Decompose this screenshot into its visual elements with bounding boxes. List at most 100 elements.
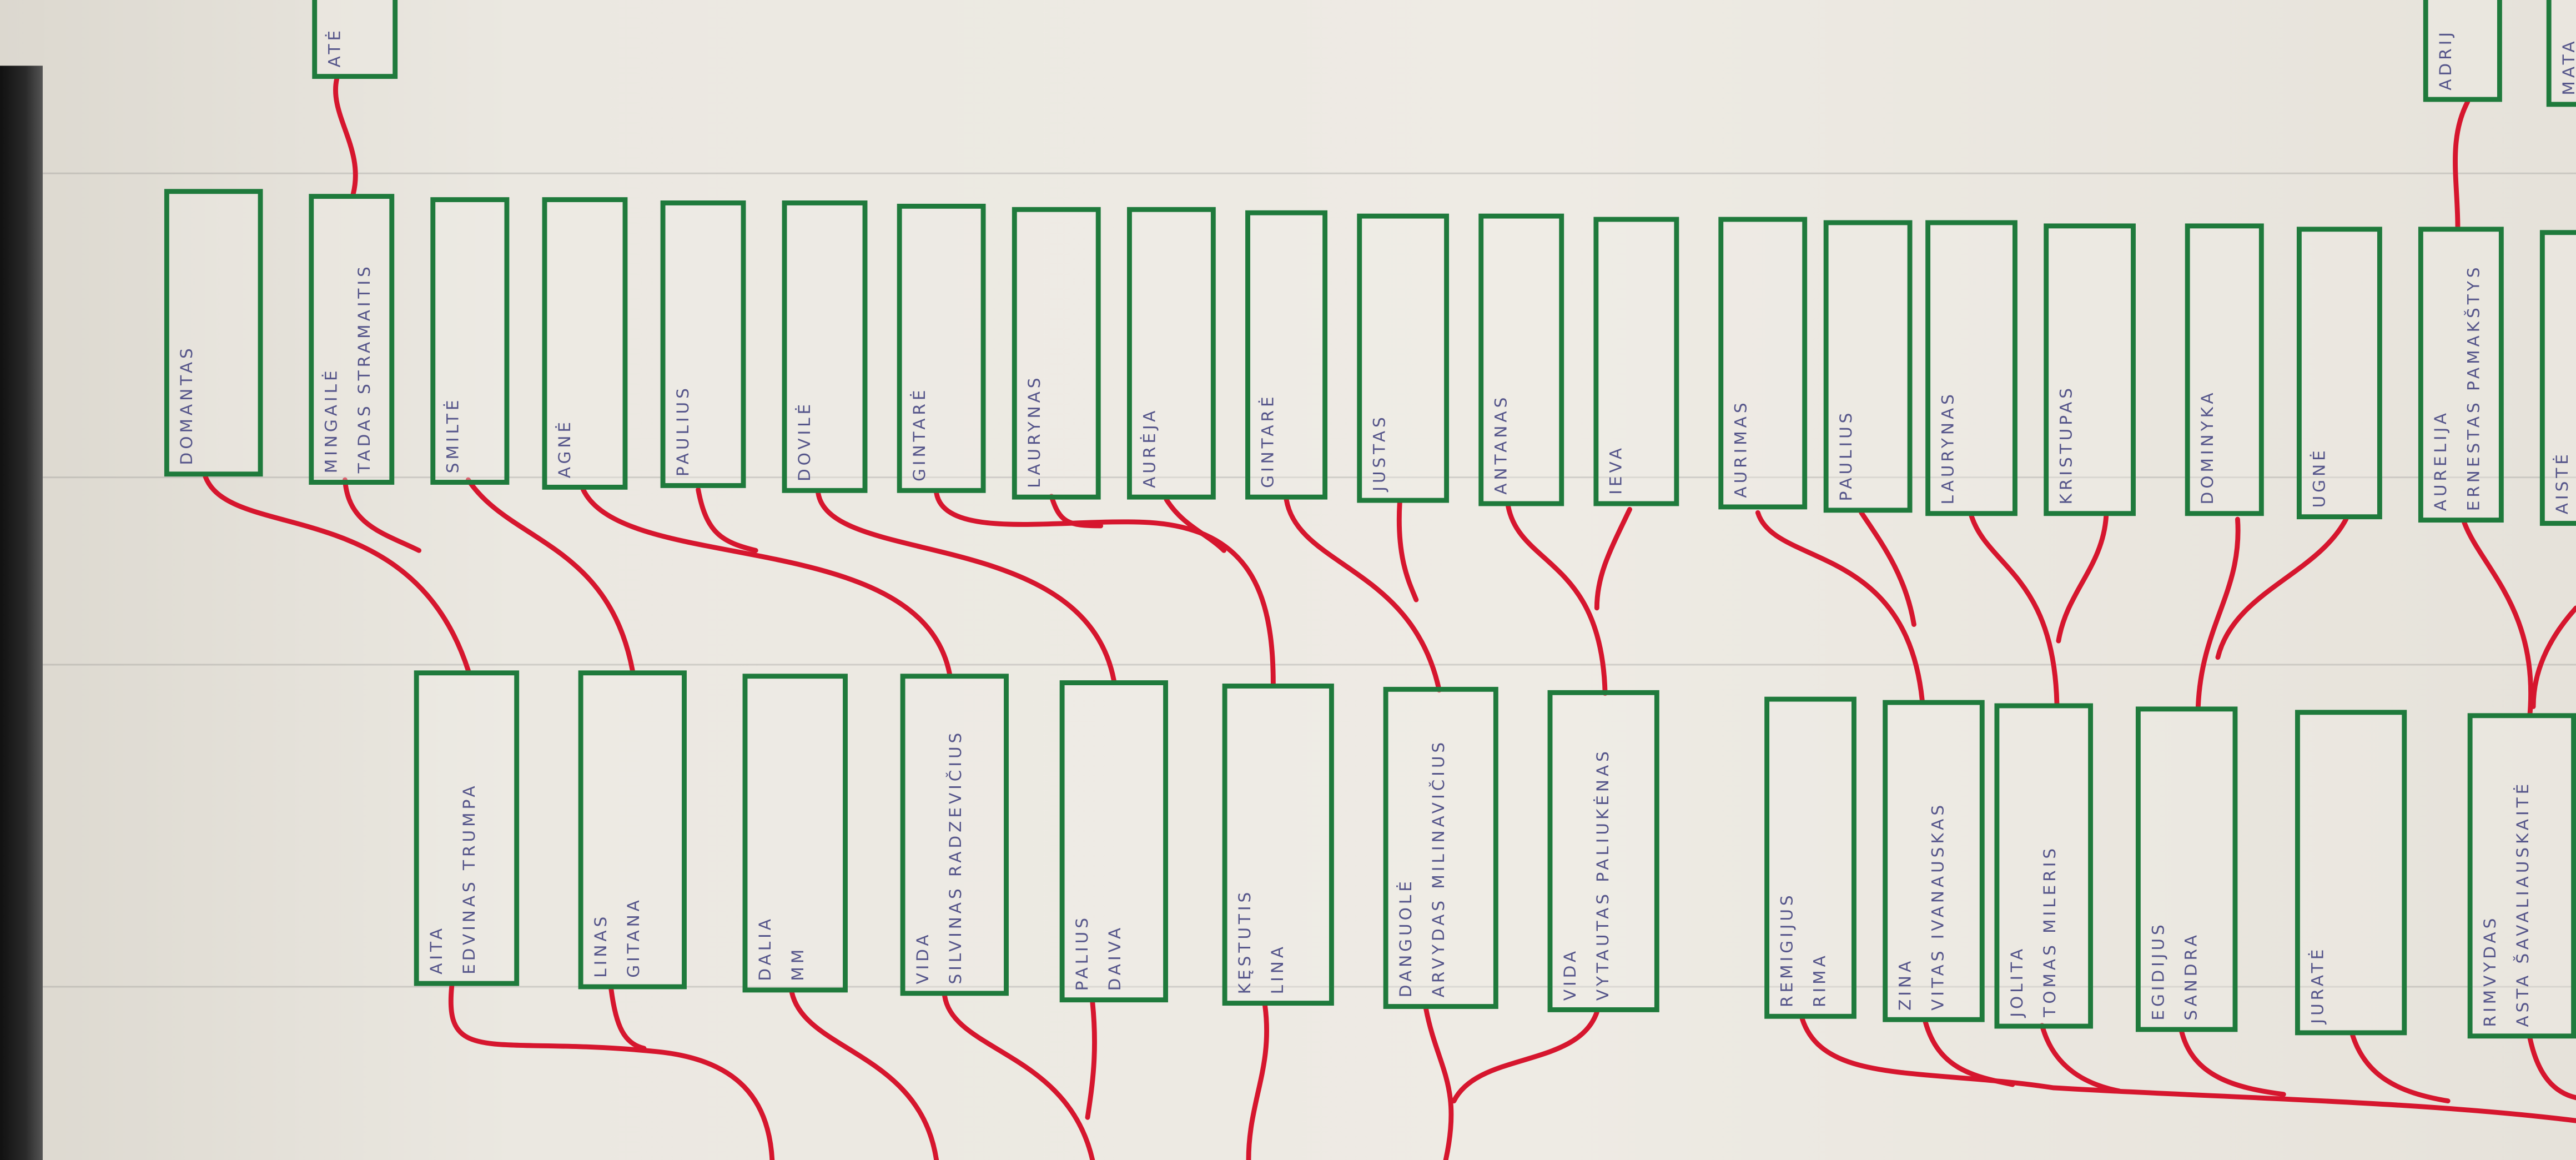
person-label: PAULIUS [668, 212, 737, 476]
link-line [608, 986, 647, 1051]
link-line [1923, 1020, 2015, 1087]
person-name: EGIDIJUS [2150, 921, 2169, 1021]
person-box: AISTĖ [2539, 230, 2576, 526]
person-name: ADRIJ [2438, 29, 2457, 91]
person-name: KĘSTUTIS [1237, 888, 1255, 995]
link-line [1246, 1003, 1269, 1160]
person-name: LAURYNAS [1940, 391, 1959, 505]
person-name: REMIGIJUS [1779, 892, 1798, 1007]
link-line [2056, 513, 2109, 644]
person-box: LAURYNAS [1012, 207, 1101, 500]
person-label: MATA [2555, 3, 2576, 96]
person-name: UGNĖ [2311, 447, 2330, 508]
person-box: AITA EDVINAS TRUMPA [414, 670, 520, 986]
link-line [1164, 497, 1227, 553]
link-line [1085, 1000, 1097, 1120]
person-name: ANTANAS [1493, 394, 1512, 495]
person-name: DOMINYKA [2200, 389, 2218, 505]
spouse-name: EDVINAS TRUMPA [461, 782, 480, 975]
person-label: LAURYNAS [1934, 232, 2009, 504]
person-name: ZINA [1897, 957, 1916, 1011]
person-name: AITA [429, 925, 447, 975]
person-label: SMILTĖ [439, 209, 501, 474]
person-box: GINTARĖ [1245, 210, 1328, 500]
person-name: SMILTĖ [445, 396, 464, 474]
link-line [1451, 1010, 1599, 1104]
person-label: LAURYNAS [1020, 219, 1093, 488]
person-label: DALIA MM [751, 685, 839, 981]
link-line [2527, 1036, 2576, 1101]
person-box: AURIMAS [1718, 217, 1808, 510]
spouse-name: MM [790, 946, 808, 981]
person-box: ANTANAS [1478, 213, 1564, 506]
spouse-name: ERNESTAS PAMAKŠTYS [2466, 264, 2484, 511]
person-name: GINTARĖ [1260, 393, 1279, 488]
link-line [934, 490, 1276, 686]
link-line [2039, 1023, 2122, 1094]
person-label: GINTARĖ [905, 215, 978, 482]
person-label: AITA EDVINAS TRUMPA [422, 682, 511, 975]
spouse-name: VYTAUTAS PALIUKĖNAS [1595, 748, 1613, 1001]
person-label: EGIDIJUS SANDRA [2144, 718, 2230, 1020]
person-name: MATA [2561, 38, 2576, 96]
person-box: PAULIUS [1823, 220, 1913, 513]
link-line [696, 487, 758, 553]
person-box: IEVA [1593, 217, 1679, 506]
person-box: SMILTĖ [430, 197, 510, 485]
person-name: VIDA [915, 931, 933, 985]
person-name: LAURYNAS [1027, 374, 1045, 488]
person-box: PAULIUS [660, 200, 746, 488]
person-box: AURELIJA ERNESTAS PAMAKŠTYS [2418, 227, 2504, 523]
person-name: KRISTUPAS [2058, 385, 2077, 505]
person-label: DOMINYKA [2193, 235, 2256, 504]
person-name: PALIUS [1074, 915, 1093, 991]
person-label: KRISTUPAS [2052, 235, 2127, 504]
link-line [333, 76, 358, 197]
person-name: MINGAILĖ [323, 367, 342, 474]
link-line [2179, 1029, 2286, 1097]
person-name: DALIA [757, 916, 776, 981]
person-name: GINTARĖ [912, 386, 930, 482]
person-label: ADRIJ [2432, 3, 2494, 91]
person-name: ATĖ [326, 27, 345, 68]
link-line [2462, 520, 2533, 716]
person-box: GINTARĖ [897, 203, 986, 493]
spouse-name: SANDRA [2183, 932, 2202, 1021]
link-line [1423, 1006, 1454, 1160]
person-label: AURELIJA ERNESTAS PAMAKŠTYS [2427, 238, 2496, 511]
spouse-name: RIMA [1812, 952, 1830, 1007]
link-line [465, 477, 635, 673]
person-name: RIMVYDAS [2482, 915, 2500, 1027]
person-box: LAURYNAS [1925, 220, 2017, 516]
person-box: DOMANTAS [164, 189, 263, 477]
person-name: LINAS [593, 913, 611, 978]
person-label: REMIGIJUS RIMA [1773, 708, 1848, 1007]
link-line [942, 993, 1095, 1160]
link-line [1284, 497, 1442, 693]
link-line [789, 990, 939, 1160]
person-label: AGNĖ [550, 209, 619, 478]
person-name: AGNĖ [557, 418, 575, 479]
spouse-name: DAIVA [1107, 924, 1126, 991]
person-box: EGIDIJUS SANDRA [2135, 706, 2238, 1032]
person-label: AURIMAS [1727, 228, 1799, 498]
link-line [1396, 500, 1419, 602]
link-line [816, 490, 1116, 683]
person-name: DOVILĖ [797, 400, 815, 482]
link-line [2195, 516, 2241, 709]
spouse-name: ARVYDAS MILINAVIČIUS [1431, 739, 1450, 998]
person-box: REMIGIJUS RIMA [1764, 696, 1856, 1019]
pencil-guide-line [42, 476, 2576, 479]
person-name: PAULIUS [675, 385, 693, 477]
spouse-name: SILVINAS RADZEVIČIUS [948, 729, 967, 985]
person-name: JOLITA [2009, 945, 2027, 1017]
person-name: AURELIJA [2433, 410, 2452, 511]
